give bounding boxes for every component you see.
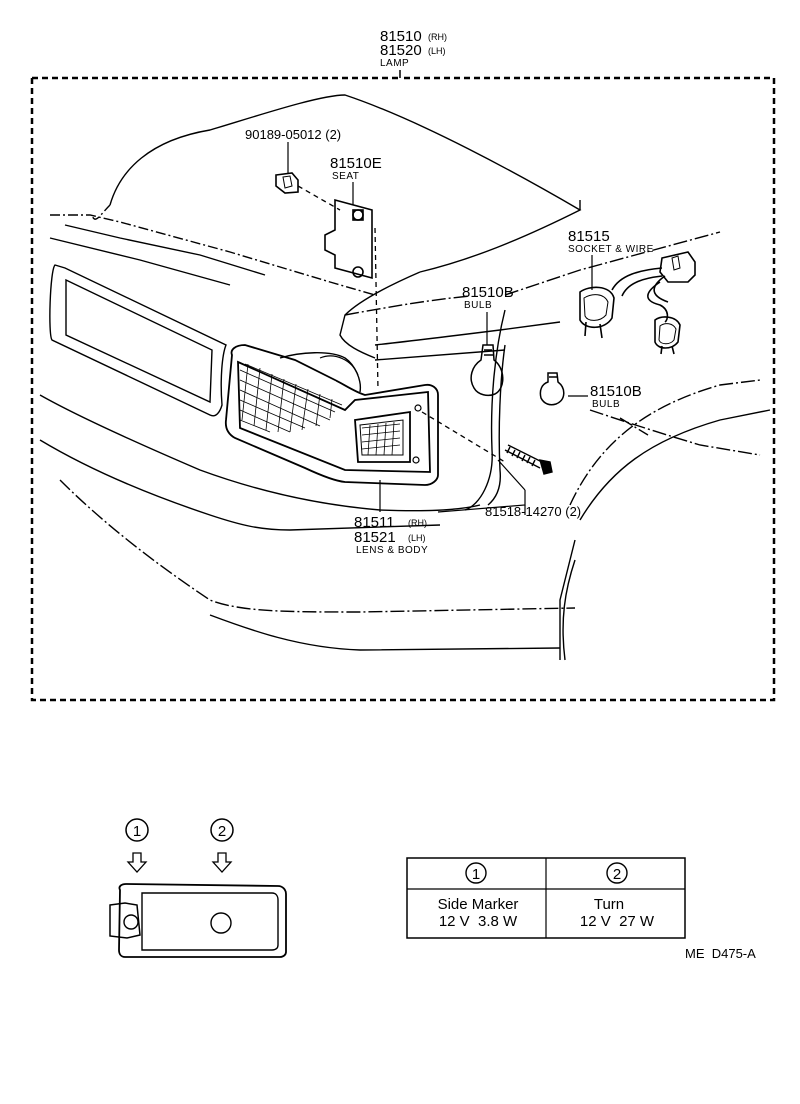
lens-pn-rh: 81511 xyxy=(354,514,395,531)
table-header-2-circle xyxy=(606,862,628,884)
socket-wire-part xyxy=(579,251,696,355)
lamp-lh-tag: (LH) xyxy=(428,46,446,56)
socket-label: 81515 SOCKET & WIRE xyxy=(568,228,654,255)
bulb-lower-pn: 81510B xyxy=(590,383,642,400)
lens-name: LENS & BODY xyxy=(356,545,428,556)
table-cell-side-marker-spec: 12 V 3.8 W xyxy=(439,913,518,930)
lamp-rh-tag: (RH) xyxy=(428,32,447,42)
lens-lh-tag: (LH) xyxy=(408,533,426,543)
leader-lines xyxy=(287,142,593,515)
lens-pn-lh: 81521 xyxy=(354,529,396,546)
callout-1-number: 1 xyxy=(133,823,141,840)
car-body-outline xyxy=(39,94,771,661)
bulb-upper-name: BULB xyxy=(464,300,492,311)
screw-pn: 81518-14270 (2) xyxy=(485,504,581,519)
bulb-upper-label: 81510B BULB xyxy=(462,284,514,311)
callout-1-circle xyxy=(125,818,149,842)
table-cell-side-marker-name: Side Marker xyxy=(438,896,519,913)
assembly-dashed-lines xyxy=(297,185,506,463)
bulb-lower-part xyxy=(539,372,565,406)
lamp-pn-lh: 81520 xyxy=(380,42,422,59)
lens-face-outline xyxy=(118,883,287,958)
clip-part xyxy=(275,172,299,194)
bulb-lower-label: 81510B BULB xyxy=(590,383,642,410)
seat-bracket-part xyxy=(324,198,373,280)
down-arrow-1-icon xyxy=(126,852,148,873)
socket-name: SOCKET & WIRE xyxy=(568,244,654,255)
seat-label: 81510E SEAT xyxy=(330,155,382,182)
side-marker-socket xyxy=(109,902,141,939)
seat-name: SEAT xyxy=(332,171,359,182)
lamp-label: 81510 (RH) 81520 (LH) LAMP xyxy=(380,28,447,69)
clip-pn: 90189-05012 (2) xyxy=(245,127,341,142)
side-marker-bulb-hole xyxy=(123,914,139,930)
socket-pn: 81515 xyxy=(568,228,610,245)
callout-2-circle xyxy=(210,818,234,842)
assembly-frame xyxy=(30,76,776,702)
table-cell-turn-spec: 12 V 27 W xyxy=(580,913,655,930)
lens-rh-tag: (RH) xyxy=(408,518,427,528)
seat-pn: 81510E xyxy=(330,155,382,172)
bulb-upper-pn: 81510B xyxy=(462,284,514,301)
table-header-2: 2 xyxy=(613,866,621,883)
callout-2-number: 2 xyxy=(218,823,226,840)
lens-label: 81511 (RH) 81521 (LH) LENS & BODY xyxy=(354,514,428,556)
lens-face-detail: 1 2 xyxy=(109,818,287,958)
lens-mesh-texture xyxy=(239,363,401,456)
table-header-1-circle xyxy=(465,862,487,884)
down-arrow-2-icon xyxy=(211,852,233,873)
lamp-name: LAMP xyxy=(380,58,409,69)
diagram-code: ME D475-A xyxy=(685,946,756,961)
turn-bulb-hole xyxy=(210,912,232,934)
table-cell-turn-name: Turn xyxy=(594,896,624,913)
lamp-pn-rh: 81510 xyxy=(380,28,422,45)
bulb-upper-part xyxy=(470,344,504,397)
bulb-lower-name: BULB xyxy=(592,399,620,410)
bulb-spec-table: 1 2 Side Marker 12 V 3.8 W Turn 12 V 27 … xyxy=(406,857,686,939)
lens-screw-hole-upper xyxy=(414,404,422,412)
lens-body-part xyxy=(224,344,439,486)
screw-part xyxy=(504,444,553,475)
table-header-1: 1 xyxy=(472,866,480,883)
lens-screw-hole-lower xyxy=(412,456,420,464)
lens-face-inner xyxy=(141,892,279,951)
